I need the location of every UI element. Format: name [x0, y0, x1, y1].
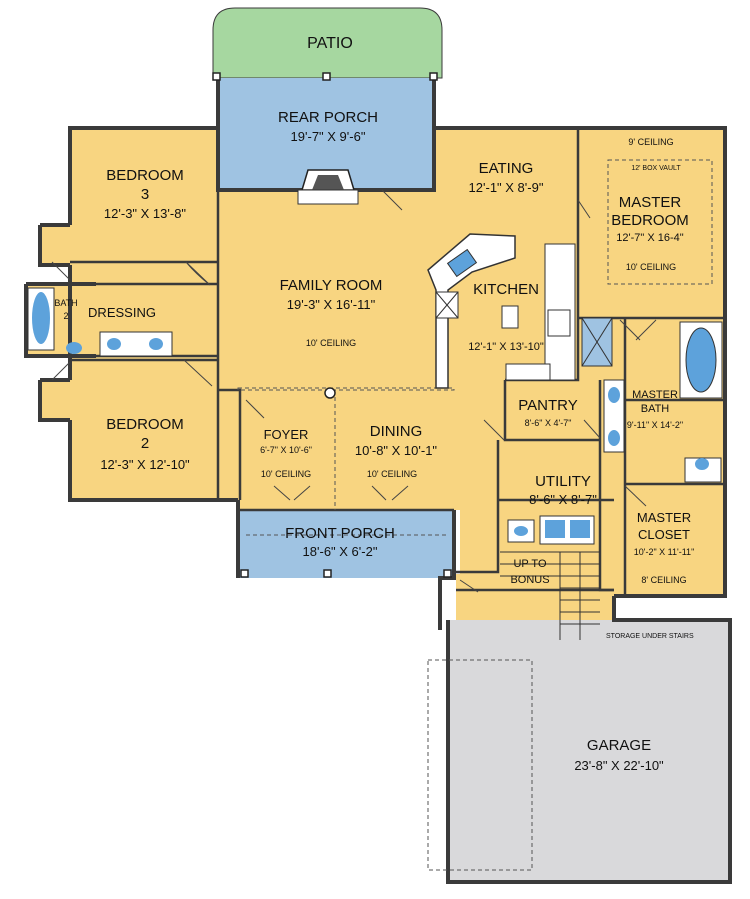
eating-size: 12'-1" X 8'-9": [469, 180, 544, 195]
master-bath-label-2: BATH: [641, 403, 670, 415]
patio-area: [212, 7, 443, 79]
foyer-ceiling: 10' CEILING: [261, 469, 311, 479]
walls: [24, 78, 732, 884]
master-bedroom-ceiling-top: 9' CEILING: [628, 137, 673, 147]
master-bedroom-vault: 12' BOX VAULT: [631, 165, 681, 172]
garage-entry-area: [456, 590, 614, 620]
dashed-lines: [237, 159, 713, 871]
dining-size: 10'-8" X 10'-1": [355, 443, 438, 458]
master-bath-size: 9'-11" X 14'-2": [627, 420, 683, 430]
master-bedroom-label-2: BEDROOM: [611, 212, 689, 229]
pantry-size: 8'-6" X 4'-7": [525, 418, 572, 428]
bedroom3-size: 12'-3" X 13'-8": [104, 206, 187, 221]
bedroom2-number: 2: [141, 435, 149, 452]
family-room-size: 19'-3" X 16'-11": [287, 297, 376, 312]
bath2-label: BATH: [54, 298, 77, 308]
bath2-number: 2: [63, 311, 68, 321]
master-closet-label-2: CLOSET: [638, 527, 690, 542]
pantry-label: PANTRY: [518, 397, 577, 414]
front-porch-size: 18'-6" X 6'-2": [303, 544, 378, 559]
master-bedroom-size: 12'-7" X 16-4": [616, 232, 683, 244]
bonus-stair-label-1: UP TO: [513, 558, 546, 570]
front-porch-area: [238, 510, 454, 578]
master-bedroom-label-1: MASTER: [619, 194, 682, 211]
bonus-stair-label-2: BONUS: [510, 574, 549, 586]
utility-fixtures: [507, 515, 595, 545]
dressing-label: DRESSING: [88, 305, 156, 320]
porch-posts: [212, 72, 452, 578]
bedroom3-number: 3: [141, 186, 149, 203]
bedroom3-label: BEDROOM: [106, 167, 184, 184]
utility-label: UTILITY: [535, 473, 591, 490]
front-porch-label: FRONT PORCH: [285, 525, 395, 542]
bath2-fixtures: [27, 287, 173, 357]
master-bedroom-ceiling: 10' CEILING: [626, 262, 676, 272]
fireplace-icon: [297, 169, 359, 205]
doors: [51, 189, 657, 593]
kitchen-size: 12'-1" X 13'-10": [468, 341, 544, 353]
bedroom2-size: 12'-3" X 12'-10": [100, 457, 190, 472]
master-closet-label-1: MASTER: [637, 510, 691, 525]
master-bath-label-1: MASTER: [632, 389, 678, 401]
room-labels: PATIO REAR PORCH 19'-7" X 9'-6" BEDROOM …: [54, 35, 694, 773]
storage-label: STORAGE UNDER STAIRS: [606, 633, 694, 640]
garage-area: [448, 620, 730, 880]
dining-ceiling: 10' CEILING: [367, 469, 417, 479]
rear-porch-label: REAR PORCH: [278, 109, 378, 126]
kitchen-island: [427, 233, 519, 389]
utility-size: 8'-6" X 8'-7": [529, 492, 597, 507]
master-bath-fixtures: [581, 317, 723, 483]
patio-label: PATIO: [307, 35, 353, 52]
bedroom2-label: BEDROOM: [106, 416, 184, 433]
eating-label: EATING: [479, 160, 534, 177]
stairs: [500, 551, 600, 640]
foyer-size: 6'-7" X 10'-6": [260, 445, 312, 455]
foyer-label: FOYER: [264, 427, 309, 442]
garage-label: GARAGE: [587, 737, 651, 754]
master-closet-size: 10'-2" X 11'-11": [634, 547, 695, 557]
family-room-label: FAMILY ROOM: [280, 277, 383, 294]
rear-porch-size: 19'-7" X 9'-6": [291, 129, 366, 144]
kitchen-label: KITCHEN: [473, 281, 539, 298]
garage-size: 23'-8" X 22'-10": [574, 758, 664, 773]
master-closet-ceiling: 8' CEILING: [641, 575, 686, 585]
dining-label: DINING: [370, 423, 423, 440]
family-room-ceiling: 10' CEILING: [306, 338, 356, 348]
kitchen-counter: [505, 243, 576, 381]
